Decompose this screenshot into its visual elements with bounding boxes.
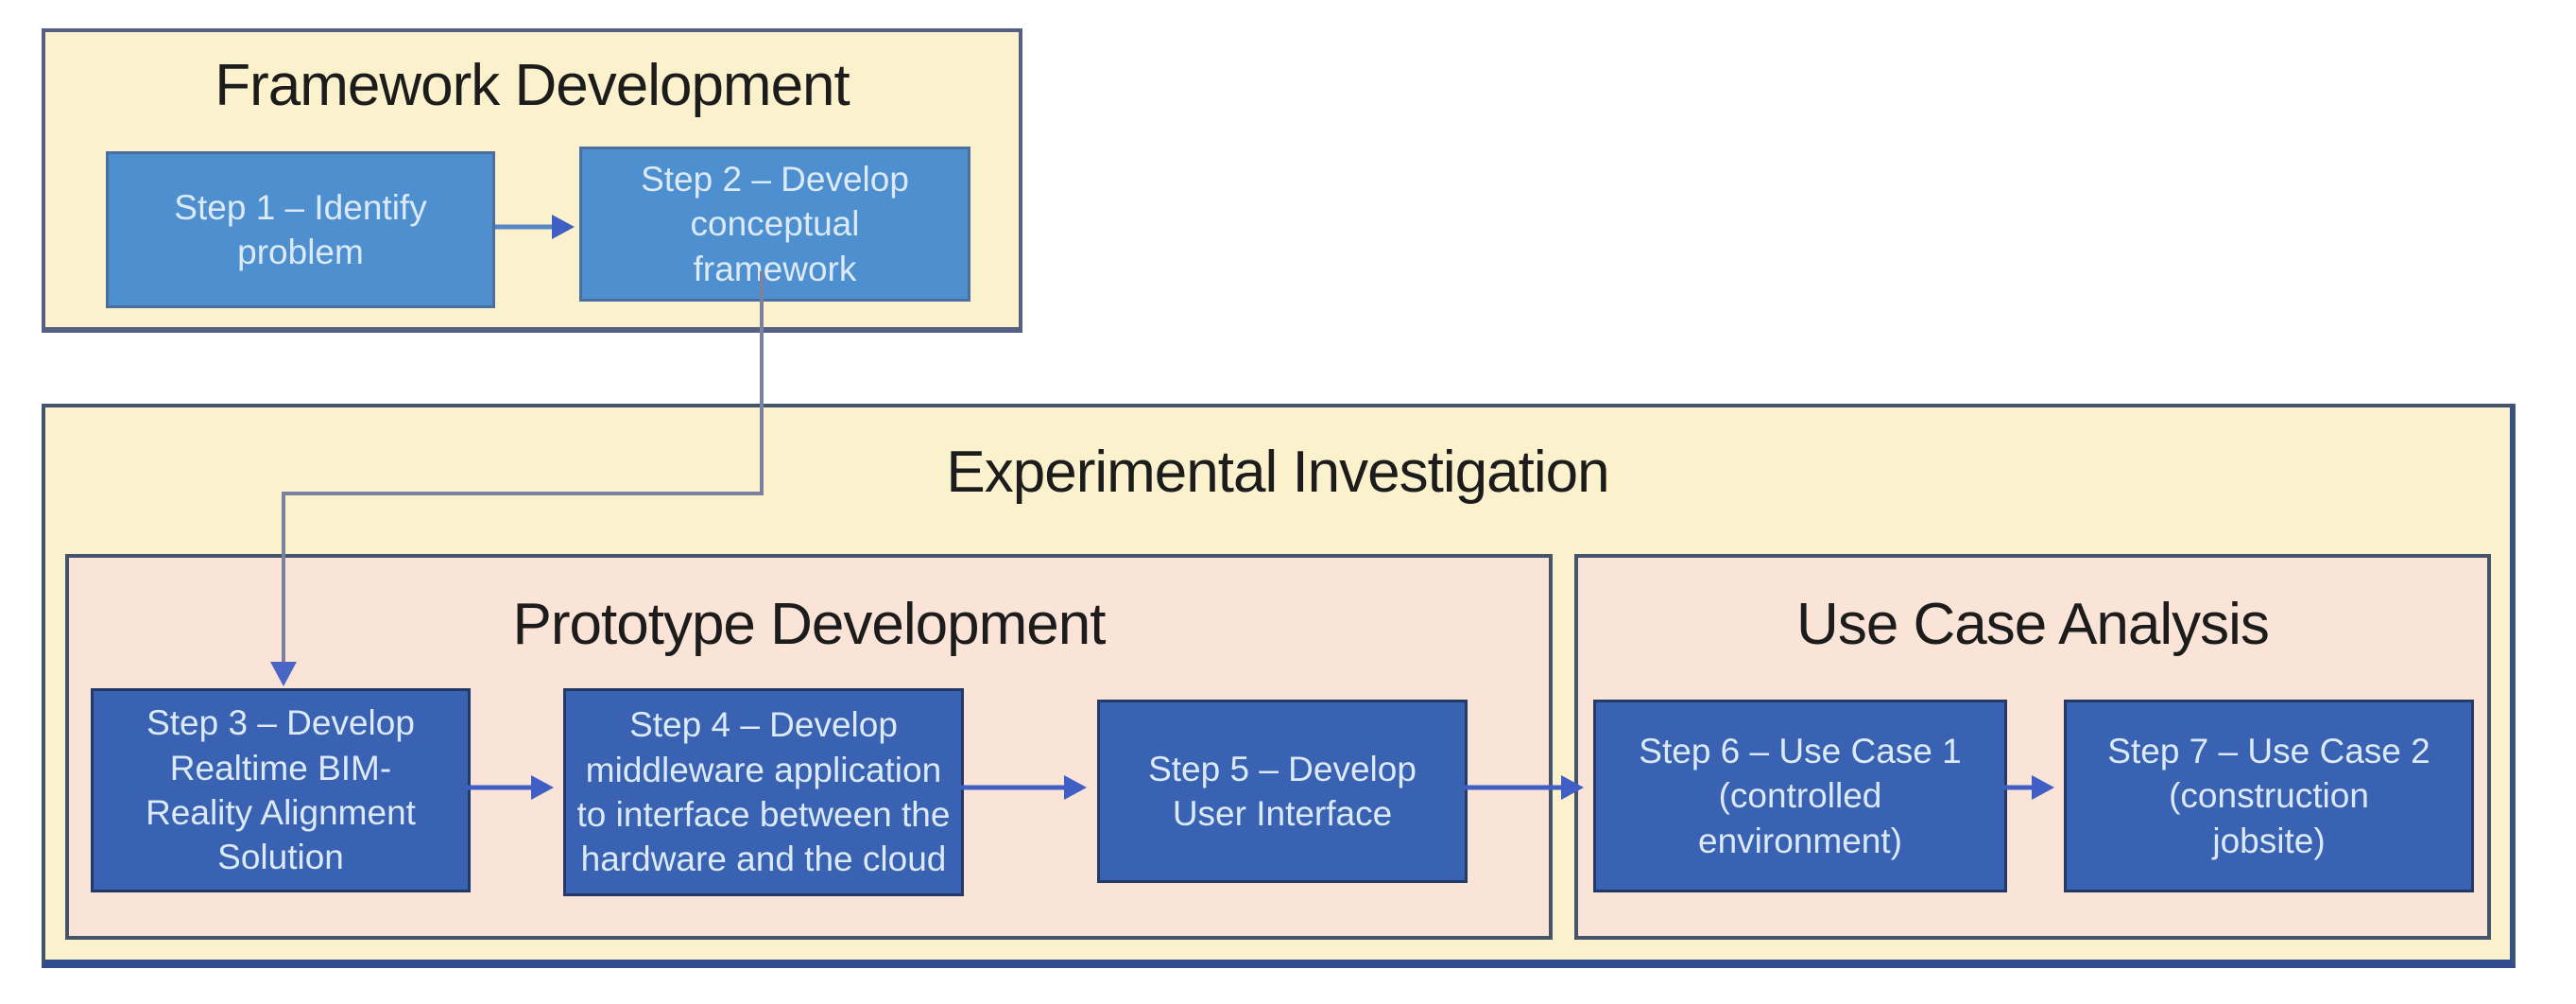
step3-label: Step 3 – Develop Realtime BIM- Reality A… (146, 703, 416, 877)
experimental-investigation-container: Experimental Investigation Prototype Dev… (42, 404, 2516, 968)
step3-box: Step 3 – Develop Realtime BIM- Reality A… (91, 688, 471, 892)
step4-box: Step 4 – Develop middleware application … (563, 688, 964, 896)
step6-label: Step 6 – Use Case 1 (controlled environm… (1639, 731, 1962, 860)
step1-box: Step 1 – Identify problem (106, 151, 495, 308)
step2-label: Step 2 – Develop conceptual framework (641, 159, 909, 288)
experimental-investigation-title: Experimental Investigation (946, 440, 1609, 505)
prototype-development-title: Prototype Development (512, 592, 1107, 657)
use-case-analysis-title: Use Case Analysis (1796, 592, 2270, 657)
step7-box: Step 7 – Use Case 2 (construction jobsit… (2064, 700, 2474, 892)
framework-development-title: Framework Development (215, 53, 850, 118)
prototype-development-container: Prototype Development Step 3 – Develop R… (65, 554, 1553, 940)
step5-label: Step 5 – Develop User Interface (1148, 749, 1417, 833)
step5-box: Step 5 – Develop User Interface (1097, 700, 1468, 883)
step6-box: Step 6 – Use Case 1 (controlled environm… (1593, 700, 2007, 892)
step1-label: Step 1 – Identify problem (174, 187, 427, 271)
use-case-analysis-container: Use Case Analysis Step 6 – Use Case 1 (c… (1574, 554, 2491, 940)
step7-label: Step 7 – Use Case 2 (construction jobsit… (2107, 731, 2430, 860)
step4-label: Step 4 – Develop middleware application … (576, 705, 951, 879)
step2-box: Step 2 – Develop conceptual framework (579, 147, 970, 302)
framework-development-container: Framework Development Step 1 – Identify … (42, 28, 1022, 333)
